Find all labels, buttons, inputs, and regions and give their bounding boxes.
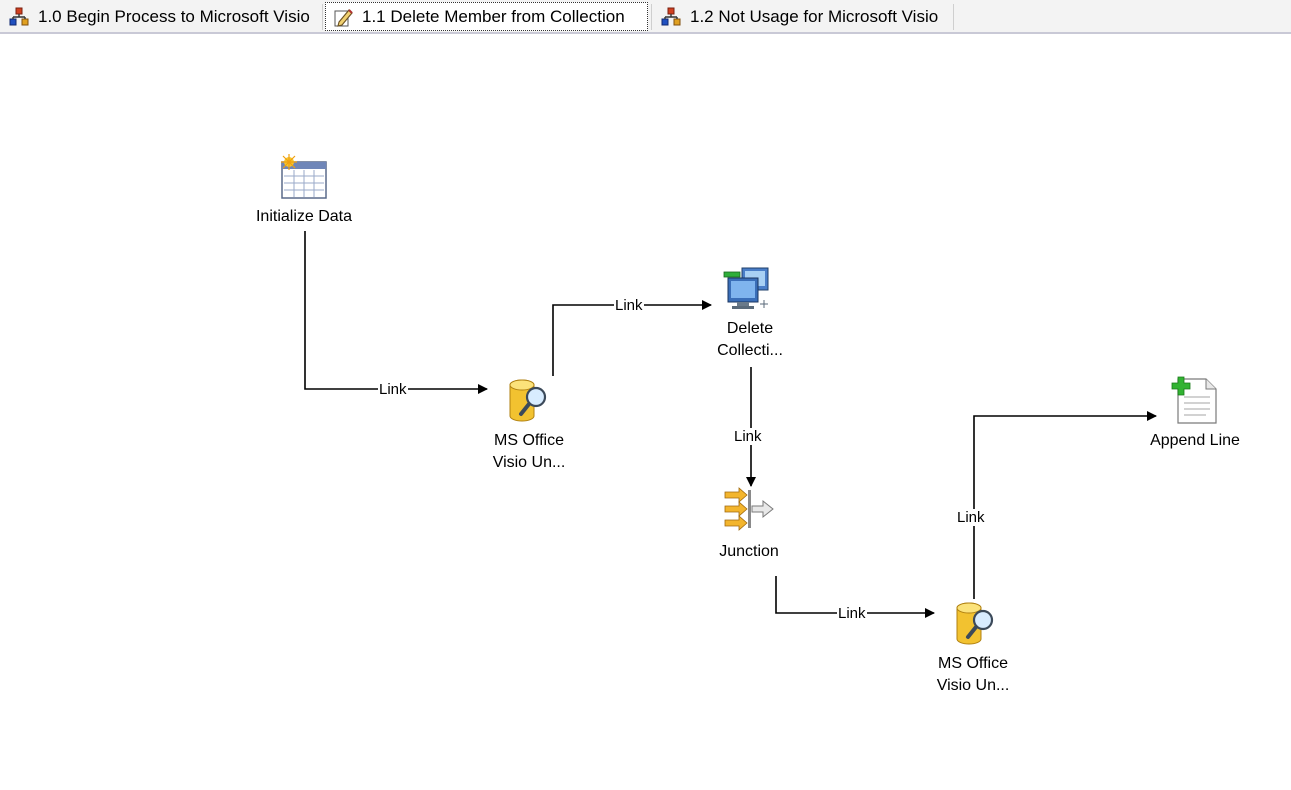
node-label-junction[interactable]: Junction — [719, 543, 779, 560]
link-label[interactable]: Link — [378, 381, 408, 398]
tab-label: 1.0 Begin Process to Microsoft Visio — [38, 6, 310, 26]
tab-divider — [953, 4, 954, 30]
node-label-initialize-data[interactable]: Initialize Data — [255, 208, 353, 225]
link-connector[interactable] — [973, 411, 1157, 599]
edit-pencil-icon — [334, 8, 353, 27]
table-data-icon[interactable] — [281, 154, 327, 199]
node-label-visio-1[interactable]: MS Office Visio Un... — [492, 432, 566, 471]
node-label-visio-2[interactable]: MS Office Visio Un... — [936, 655, 1010, 694]
connector-layer — [281, 154, 1217, 645]
link-label[interactable]: Link — [733, 428, 763, 445]
tab-divider — [322, 4, 323, 30]
process-flow-icon — [661, 7, 681, 25]
tab-divider — [651, 4, 652, 30]
tab-begin-process[interactable]: 1.0 Begin Process to Microsoft Visio — [2, 2, 320, 31]
tab-not-usage[interactable]: 1.2 Not Usage for Microsoft Visio — [654, 2, 952, 31]
tab-label: 1.2 Not Usage for Microsoft Visio — [690, 6, 939, 26]
workflow-canvas[interactable]: Initialize Data MS Office Visio Un... De… — [0, 34, 1291, 790]
computer-delete-icon[interactable] — [723, 267, 769, 309]
link-label[interactable]: Link — [956, 509, 986, 526]
link-connector[interactable] — [552, 300, 712, 376]
link-connector[interactable] — [775, 576, 935, 618]
document-add-icon[interactable] — [1171, 376, 1217, 424]
node-label-delete-collection[interactable]: Delete Collecti... — [717, 320, 783, 359]
database-search-icon[interactable] — [956, 602, 994, 645]
tab-label: 1.1 Delete Member from Collection — [362, 6, 625, 26]
link-label[interactable]: Link — [614, 297, 644, 314]
tab-bar: 1.0 Begin Process to Microsoft Visio 1.1… — [0, 0, 1291, 34]
link-connector[interactable] — [304, 231, 488, 394]
node-label-append-line[interactable]: Append Line — [1150, 432, 1240, 449]
process-flow-icon — [9, 7, 29, 25]
tab-delete-member[interactable]: 1.1 Delete Member from Collection — [325, 2, 648, 31]
link-label[interactable]: Link — [837, 605, 867, 622]
database-search-icon[interactable] — [509, 379, 547, 422]
junction-arrows-icon[interactable] — [724, 487, 774, 531]
